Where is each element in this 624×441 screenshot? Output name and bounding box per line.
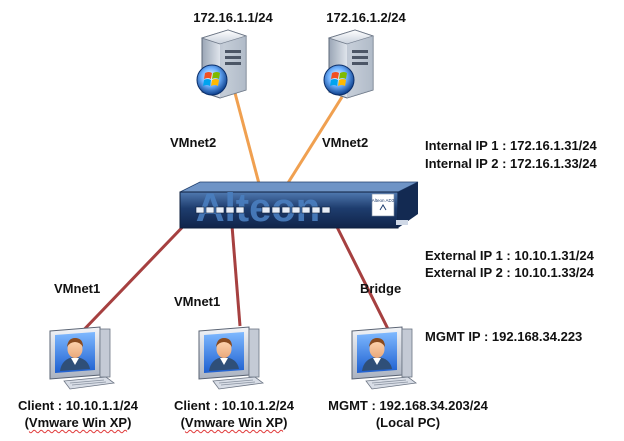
link-label-client2: VMnet1 bbox=[174, 294, 221, 309]
windows-server-icon bbox=[323, 29, 374, 99]
link-label-client1: VMnet1 bbox=[54, 281, 101, 296]
external-ip-1: External IP 1 : 10.10.1.31/24 bbox=[425, 248, 594, 263]
client2-desc: (Vmware Win XP) bbox=[180, 415, 288, 430]
workstation-user-icon bbox=[198, 326, 264, 390]
client2-desc-text: Vmware Win XP bbox=[184, 415, 284, 430]
mgmt-client-desc: (Local PC) bbox=[375, 415, 441, 430]
workstation-user-icon bbox=[49, 326, 115, 390]
server1-ip: 172.16.1.1/24 bbox=[193, 10, 273, 25]
link-label-mgmt: Bridge bbox=[360, 281, 402, 296]
link-label-server2: VMnet2 bbox=[322, 135, 369, 150]
link-client1-vmnet1 bbox=[72, 211, 198, 342]
client1-desc-text: Vmware Win XP bbox=[28, 415, 128, 430]
link-client2-vmnet1 bbox=[229, 212, 242, 327]
alteon-switch-icon: Alteon Alteon AD3 bbox=[179, 181, 419, 230]
internal-ip-2: Internal IP 2 : 172.16.1.33/24 bbox=[425, 156, 597, 171]
server2-ip: 172.16.1.2/24 bbox=[326, 10, 406, 25]
link-mgmt-bridge bbox=[328, 212, 398, 346]
workstation-user-icon bbox=[351, 326, 417, 390]
link-label-server1: VMnet2 bbox=[170, 135, 217, 150]
device-brand-text: Alteon bbox=[196, 186, 320, 230]
device-badge-text: Alteon AD3 bbox=[372, 198, 395, 203]
mgmt-ip: MGMT IP : 192.168.34.223 bbox=[425, 329, 583, 344]
external-ip-2: External IP 2 : 10.10.1.33/24 bbox=[425, 265, 594, 280]
windows-server-icon bbox=[196, 29, 247, 99]
client1-desc: (Vmware Win XP) bbox=[24, 415, 132, 430]
mgmt-client-ip: MGMT : 192.168.34.203/24 bbox=[328, 398, 488, 413]
internal-ip-1: Internal IP 1 : 172.16.1.31/24 bbox=[425, 138, 597, 153]
client1-ip: Client : 10.10.1.1/24 bbox=[18, 398, 138, 413]
client2-ip: Client : 10.10.1.2/24 bbox=[174, 398, 294, 413]
